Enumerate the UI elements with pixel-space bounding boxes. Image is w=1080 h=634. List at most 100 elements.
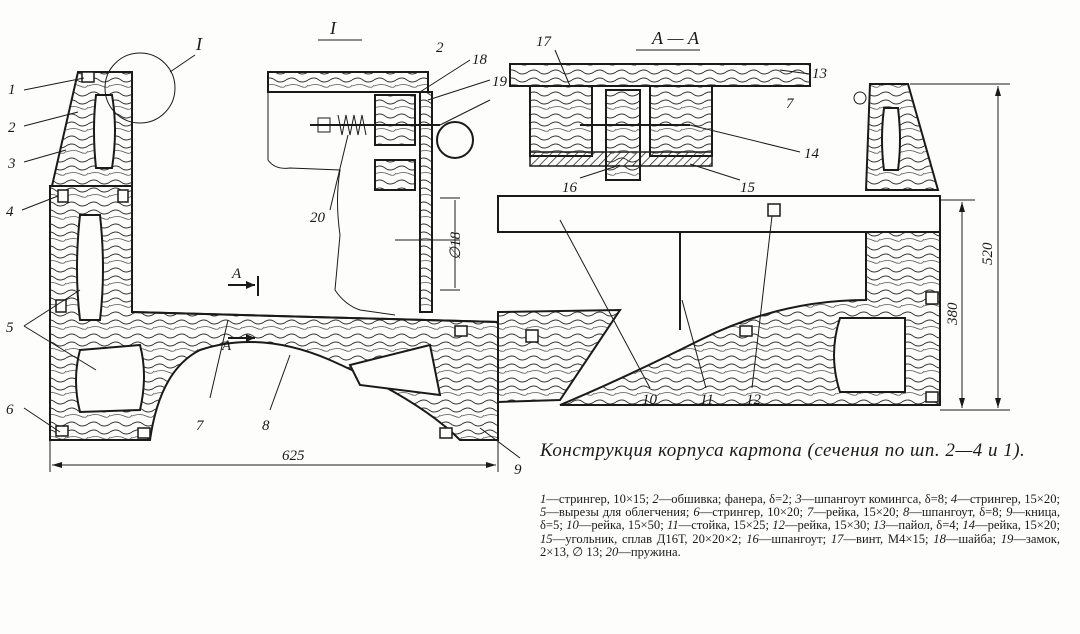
stringer-4a: [57, 189, 69, 203]
legend-item-11: 11—стойка, 15×25;: [667, 518, 769, 533]
detail-number-2: 2: [436, 40, 444, 56]
stringer-4b: [117, 189, 129, 203]
dim-width: 625: [282, 448, 305, 464]
legend-item-6: 6—стрингер, 10×20;: [693, 505, 804, 520]
part-number-2: 2: [8, 120, 16, 136]
legend-item-1: 1—стрингер, 10×15;: [540, 492, 650, 506]
dim-height-sub: 380: [945, 302, 961, 326]
legend-item-9: 9—кница, δ=5;: [540, 505, 1061, 533]
part-number-5: 5: [6, 320, 14, 336]
cut-marks: А А: [221, 266, 259, 354]
section-aa: А — А: [509, 28, 811, 181]
part-number-14: 14: [804, 146, 820, 162]
cut-a-top: А: [231, 266, 242, 282]
rf-lock: [853, 91, 867, 105]
detail-plank: [267, 71, 429, 93]
rf-cutout-top: [881, 107, 901, 171]
part-number-7: 7: [196, 418, 205, 434]
rail-7: [131, 311, 499, 323]
rf-stringer-d: [525, 329, 539, 343]
legend-item-12: 12—рейка, 15×30;: [772, 518, 870, 533]
stringer-bottom: [137, 427, 151, 439]
part-number-1: 1: [8, 82, 16, 98]
rf-stringer-a: [739, 325, 753, 337]
detail-breakline: [267, 92, 396, 316]
part-number-6: 6: [6, 402, 14, 418]
part-number-13: 13: [812, 66, 827, 82]
legend-item-15: 15—угольник, сплав Д16Т, 20×20×2;: [540, 531, 742, 546]
section-callout-label: I: [195, 34, 203, 54]
leaders: [21, 49, 811, 459]
legend-item-5: 5—вырезы для облегчения;: [540, 505, 690, 520]
part-number-17: 17: [536, 34, 553, 50]
part-number-20: 20: [310, 210, 326, 226]
aa-number-7: 7: [786, 96, 795, 112]
legend-item-19: 19—замок, 2×13, ∅ 13;: [540, 531, 1061, 559]
section-aa-title: А — А: [651, 28, 700, 48]
part-numbers: 1 2 3 4 5 6 7 8 9 10 11 12 13 14 15 16 1…: [6, 34, 827, 478]
part-number-10: 10: [642, 392, 658, 408]
parts-legend: 1—стрингер, 10×15; 2—обшивка; фанера, δ=…: [540, 492, 1061, 559]
rf-stringer-b: [925, 291, 939, 305]
detail-block-upper: [374, 94, 416, 146]
rf-cutout: [833, 317, 906, 393]
legend-item-10: 10—рейка, 15×50;: [566, 518, 664, 533]
stringer-right-bottom: [439, 427, 453, 439]
stringer-right: [454, 325, 468, 337]
part-number-8: 8: [262, 418, 270, 434]
dimension-625: 625: [49, 440, 499, 472]
part-number-12: 12: [746, 392, 762, 408]
part-number-9: 9: [514, 462, 522, 478]
dim-height-total: 520: [980, 242, 996, 265]
legend-item-13: 13—пайол, δ=4;: [873, 518, 960, 533]
rail-10: [497, 195, 941, 233]
part-number-4: 4: [6, 204, 14, 220]
stringer-1: [81, 71, 95, 83]
floor-panel-13: [509, 63, 811, 87]
aa-rail-14: [649, 85, 713, 157]
rf-rail-12: [767, 203, 781, 217]
part-number-15: 15: [740, 180, 756, 196]
detail-circle: [104, 52, 176, 124]
part-number-3: 3: [7, 156, 16, 172]
legend-item-8: 8—шпангоут, δ=8;: [902, 505, 1003, 520]
legend-item-16: 16—шпангоут;: [746, 531, 827, 546]
aa-frame-16: [605, 89, 641, 181]
legend-item-3: 3—шпангоут комингса, δ=8;: [795, 492, 948, 506]
lightening-cutout-2: [75, 343, 145, 414]
legend-item-17: 17—винт, М4×15;: [830, 531, 929, 546]
rf-stringer-c: [925, 391, 939, 403]
detail-title: I: [329, 18, 337, 38]
part-number-11: 11: [700, 392, 714, 408]
stringer-6: [55, 425, 69, 437]
legend-item-18: 18—шайба;: [933, 531, 996, 546]
lightening-cutout-1: [76, 214, 104, 321]
nut: [317, 117, 331, 133]
cut-a-bottom: А: [221, 338, 232, 354]
aa-rail-left: [529, 85, 593, 157]
left-frame: [49, 52, 499, 441]
rf-coaming: [864, 83, 940, 191]
legend-item-14: 14—рейка, 15×20;: [962, 518, 1060, 533]
legend-item-7: 7—рейка, 15×20;: [807, 505, 899, 520]
part-number-16: 16: [562, 180, 578, 196]
lightening-cutout-top: [93, 94, 116, 169]
lightening-cutout-3: [348, 343, 442, 397]
legend-item-2: 2—обшивка; фанера, δ=2;: [652, 492, 793, 506]
coaming-frame-part: [50, 71, 133, 187]
legend-item-4: 4—стрингер, 15×20;: [950, 492, 1060, 506]
part-number-18: 18: [472, 52, 488, 68]
detail-block-lower: [374, 159, 416, 191]
detail-view-I: I ∅18: [267, 18, 474, 316]
part-number-19: 19: [492, 74, 508, 90]
right-frame: [497, 83, 941, 406]
dim-diameter: ∅18: [448, 231, 464, 260]
dimensions-vertical: 520 380: [910, 83, 1010, 411]
lock-ring-19: [436, 121, 474, 159]
detail-skin: [419, 91, 433, 313]
legend-item-20: 20—пружина.: [605, 544, 681, 559]
detail-leader: [169, 54, 196, 73]
spring-20: [337, 114, 367, 136]
figure-caption: Конструкция корпуса картопа (сечения по …: [540, 440, 1026, 461]
